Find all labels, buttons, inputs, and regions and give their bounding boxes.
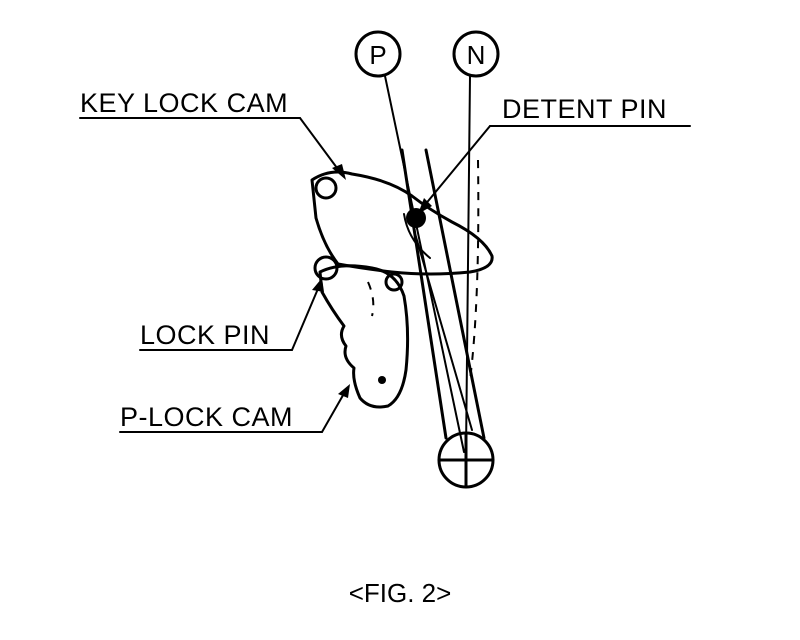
n-position-letter: N	[467, 40, 486, 70]
detent-pin	[406, 208, 426, 228]
figure-caption: <FIG. 2>	[349, 578, 452, 608]
lock-pin-label: LOCK PIN	[140, 320, 270, 350]
n-position-marker: N	[452, 30, 500, 78]
key-lock-cam-leader	[79, 117, 346, 180]
p-position-letter: P	[369, 40, 386, 70]
p-position-marker: P	[354, 30, 402, 78]
key-lock-cam-pivot	[314, 176, 338, 200]
shift-lever	[400, 148, 486, 440]
lock-pin-leader	[139, 278, 324, 351]
p-lock-cam-hole	[378, 376, 386, 384]
pivot-circle	[437, 431, 495, 489]
p-lock-cam-leader	[119, 384, 350, 433]
detent-pin-leader	[418, 125, 691, 214]
key-lock-cam-label: KEY LOCK CAM	[80, 88, 288, 118]
key-lock-cam	[310, 170, 494, 276]
p-lock-cam-label: P-LOCK CAM	[120, 402, 293, 432]
p-lock-cam	[318, 264, 410, 409]
cam-link-pin	[384, 272, 404, 292]
p-lock-cam-hidden-edge	[367, 281, 375, 317]
n-position-line	[465, 75, 471, 453]
detent-pin-label: DETENT PIN	[502, 94, 667, 124]
detent-groove	[403, 213, 431, 259]
